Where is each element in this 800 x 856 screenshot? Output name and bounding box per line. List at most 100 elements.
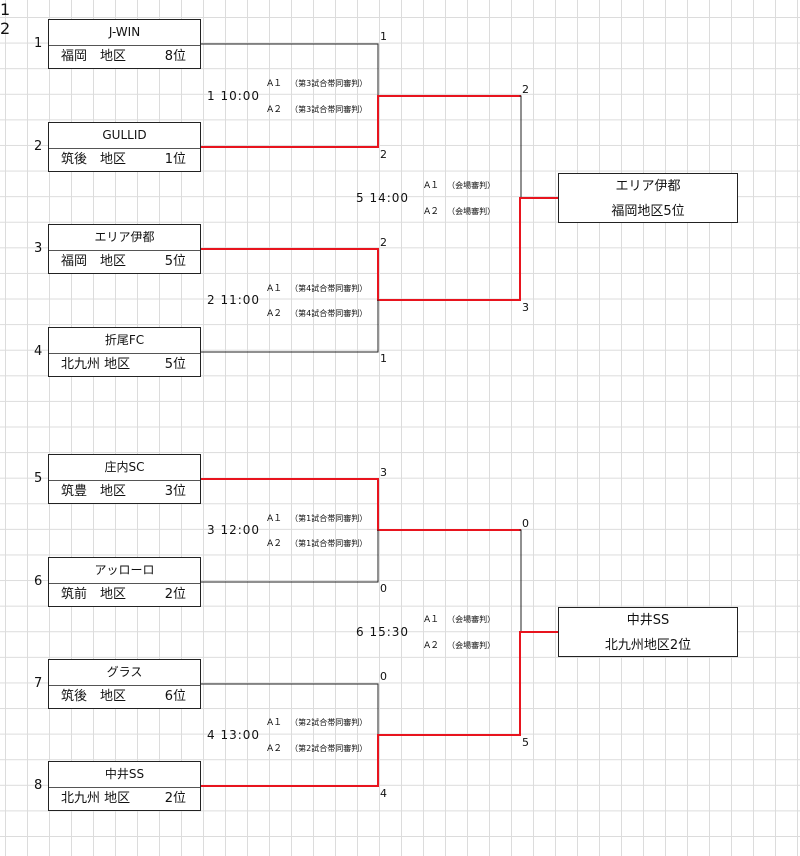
score: 2: [380, 148, 387, 161]
referee-role: A１: [267, 514, 283, 524]
team-region: 北九州 地区: [61, 357, 131, 372]
bracket-line-winner: [200, 95, 521, 148]
referee-role: A２: [424, 641, 440, 651]
team-region: 北九州 地区: [61, 791, 131, 806]
match-info: 4 13:00: [207, 728, 261, 742]
team-name: J-WIN: [49, 20, 200, 46]
seed-number: 8: [34, 778, 43, 793]
referee-line: A２ （第2試合帯同審判）: [267, 741, 367, 754]
referee-role: A１: [424, 615, 440, 625]
score: 2: [380, 236, 387, 249]
referee-line: A２ （会場審判）: [424, 638, 495, 651]
match-info: 3 12:00: [207, 523, 261, 537]
score: 3: [380, 466, 387, 479]
score: 3: [522, 301, 529, 314]
referee-line: A２（第3試合帯同審判）: [267, 102, 367, 115]
team-box: エリア伊都 福岡 地区 5位: [48, 224, 201, 274]
referee-role: A１: [267, 284, 283, 294]
team-name: GULLID: [49, 123, 200, 149]
bracket-line: [200, 299, 379, 353]
team-rank: 1位: [164, 152, 186, 167]
referee-note: （会場審判）: [447, 181, 496, 190]
match-info: 5 14:00: [356, 191, 410, 205]
team-rank: 6位: [164, 689, 186, 704]
referee-line: A２（第1試合帯同審判）: [267, 536, 367, 549]
score: 4: [380, 787, 387, 800]
referee-line: A１ （第2試合帯同審判）: [267, 715, 367, 728]
referee-role: A２: [267, 309, 283, 319]
bracket-line-winner: [519, 631, 559, 736]
referee-role: A２: [424, 207, 440, 217]
referee-note: （会場審判）: [447, 615, 496, 624]
team-box: グラス 筑後 地区 6位: [48, 659, 201, 709]
team-box: 庄内SC 筑豊 地区 3位: [48, 454, 201, 504]
team-name: 中井SS: [49, 762, 200, 788]
referee-note: （会場審判）: [447, 641, 496, 650]
match-info: 6 15:30: [356, 625, 410, 639]
referee-role: A１: [267, 718, 283, 728]
team-name: 庄内SC: [49, 455, 200, 481]
referee-note: （第2試合帯同審判）: [290, 744, 368, 753]
team-rank: 5位: [164, 357, 186, 372]
bracket-line: [519, 529, 522, 633]
team-box: 中井SS 北九州 地区 2位: [48, 761, 201, 811]
referee-note: （第1試合帯同審判）: [290, 514, 368, 523]
score: 1: [380, 30, 387, 43]
result-seed: 1: [0, 0, 11, 19]
result-seed: 2: [0, 19, 11, 38]
result-box: 中井SS 北九州地区2位: [558, 607, 738, 657]
team-rank: 3位: [164, 484, 186, 499]
team-region: 筑後 地区: [61, 152, 127, 167]
referee-line: A２ （第4試合帯同審判）: [267, 306, 367, 319]
seed-number: 7: [34, 676, 43, 691]
team-region: 福岡 地区: [61, 49, 127, 64]
team-name: アッローロ: [49, 558, 200, 584]
referee-role: A１: [267, 79, 283, 89]
referee-note: （第2試合帯同審判）: [290, 718, 368, 727]
bracket-line-winner: [200, 478, 521, 531]
referee-line: A２ （会場審判）: [424, 204, 495, 217]
team-rank: 5位: [164, 254, 186, 269]
match-info: 2 11:00: [207, 293, 261, 307]
score: 0: [380, 670, 387, 683]
result-team-desc: 北九州地区2位: [604, 638, 692, 653]
referee-line: A１ （会場審判）: [424, 178, 495, 191]
team-rank: 2位: [164, 587, 186, 602]
seed-number: 1: [34, 36, 43, 51]
team-name: エリア伊都: [49, 225, 200, 251]
score: 0: [380, 582, 387, 595]
team-name: 折尾FC: [49, 328, 200, 354]
team-rank: 2位: [164, 791, 186, 806]
bracket-line: [200, 683, 379, 736]
seed-number: 3: [34, 241, 43, 256]
seed-number: 6: [34, 574, 43, 589]
team-box: J-WIN 福岡 地区 8位: [48, 19, 201, 69]
result-team-name: エリア伊都: [615, 179, 681, 194]
referee-note: （第4試合帯同審判）: [290, 309, 368, 318]
match-info: 1 10:00: [207, 89, 261, 103]
seed-number: 2: [34, 139, 43, 154]
referee-note: （会場審判）: [447, 207, 496, 216]
referee-role: A１: [424, 181, 440, 191]
referee-line: A１ （第4試合帯同審判）: [267, 281, 367, 294]
referee-role: A２: [267, 539, 283, 549]
seed-number: 5: [34, 471, 43, 486]
seed-number: 4: [34, 344, 43, 359]
team-region: 福岡 地区: [61, 254, 127, 269]
team-region: 筑豊 地区: [61, 484, 127, 499]
team-name: グラス: [49, 660, 200, 686]
team-rank: 8位: [164, 49, 186, 64]
referee-line: A１ （第1試合帯同審判）: [267, 511, 367, 524]
team-region: 筑前 地区: [61, 587, 127, 602]
score: 0: [522, 517, 529, 530]
referee-note: （第3試合帯同審判）: [290, 105, 368, 114]
team-box: 折尾FC 北九州 地区 5位: [48, 327, 201, 377]
team-box: アッローロ 筑前 地区 2位: [48, 557, 201, 607]
referee-role: A２: [267, 744, 283, 754]
score: 5: [522, 736, 529, 749]
score: 1: [380, 352, 387, 365]
referee-line: A１（第3試合帯同審判）: [267, 76, 367, 89]
result-team-desc: 福岡地区5位: [611, 204, 685, 219]
referee-note: （第4試合帯同審判）: [290, 284, 368, 293]
